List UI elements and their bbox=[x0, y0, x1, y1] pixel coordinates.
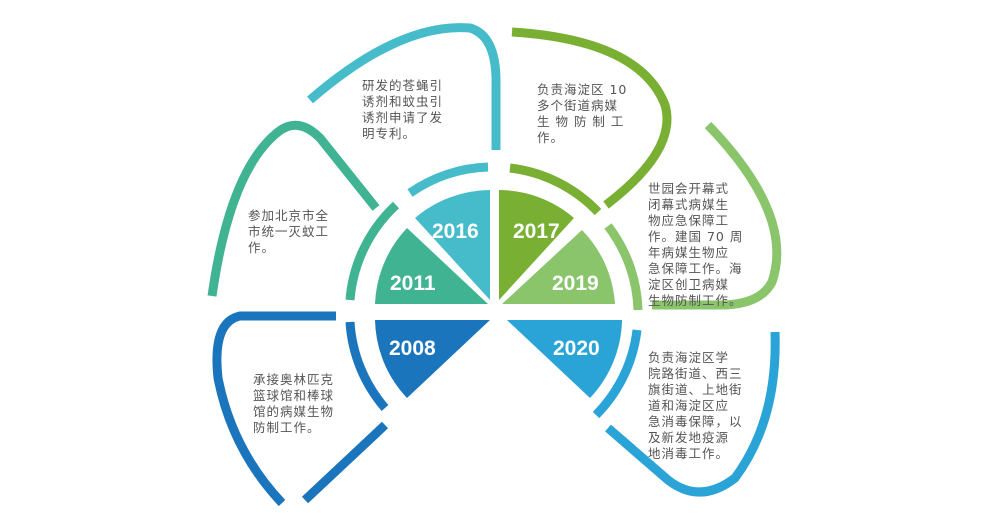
ring-2020 bbox=[592, 329, 642, 419]
ring-2011 bbox=[345, 201, 400, 301]
wedge-2017 bbox=[499, 190, 574, 300]
event-line: 研发的苍蝇引 bbox=[362, 78, 444, 93]
year-2017: 2017 bbox=[513, 220, 560, 243]
event-line: 作。 bbox=[248, 240, 276, 255]
event-line: 物应急保障工 bbox=[648, 213, 730, 228]
event-2016: 研发的苍蝇引 诱剂和蚊虫引 诱剂申请了发 明专利。 bbox=[362, 78, 443, 142]
year-2016: 2016 bbox=[432, 220, 479, 243]
event-line: 防制工作。 bbox=[253, 420, 321, 435]
event-line: 多个街道病媒 bbox=[537, 98, 619, 113]
event-line: 篮球馆和棒球 bbox=[253, 388, 335, 403]
event-line: 生物防制工作。 bbox=[648, 293, 743, 308]
event-line: 院路街道、西三 bbox=[648, 366, 743, 381]
event-line: 地消毒工作。 bbox=[648, 446, 730, 461]
wedge-2016 bbox=[415, 190, 490, 300]
wedge-2011 bbox=[375, 228, 488, 304]
event-2017: 负责海淀区 10 多个街道病媒 生 物 防 制 工 作。 bbox=[537, 82, 627, 146]
ring-2016 bbox=[407, 162, 489, 197]
event-line: 及新发地疫源 bbox=[648, 430, 730, 445]
event-line: 闭幕式病媒生 bbox=[648, 197, 730, 212]
year-2011: 2011 bbox=[390, 272, 436, 295]
petal-2008-line bbox=[301, 421, 389, 504]
event-line: 明专利。 bbox=[362, 126, 417, 141]
event-line: 生 物 防 制 工 bbox=[537, 114, 625, 129]
event-line: 承接奥林匹克 bbox=[253, 372, 335, 387]
year-2019: 2019 bbox=[552, 272, 599, 295]
event-2008: 承接奥林匹克 篮球馆和棒球 馆的病媒生物 防制工作。 bbox=[253, 372, 334, 436]
ring-2019 bbox=[604, 223, 643, 311]
event-line: 年病媒生物应 bbox=[648, 245, 730, 260]
event-line: 旗街道、上地街 bbox=[648, 382, 743, 397]
event-line: 参加北京市全 bbox=[248, 208, 330, 223]
petal-2011 bbox=[207, 120, 380, 297]
ring-2008 bbox=[345, 321, 389, 411]
event-line: 作。建国 70 周 bbox=[648, 229, 744, 244]
petal-2016 bbox=[307, 23, 501, 150]
event-line: 作。 bbox=[537, 130, 565, 145]
event-line: 负责海淀区学 bbox=[648, 350, 730, 365]
petal-2017 bbox=[511, 27, 672, 209]
event-2020: 负责海淀区学 院路街道、西三 旗街道、上地街 道和海淀区应 急消毒保障，以 及新… bbox=[648, 350, 743, 462]
event-line: 市统一灭蚊工 bbox=[248, 224, 330, 239]
petal-2019 bbox=[652, 121, 782, 310]
event-line: 急消毒保障，以 bbox=[648, 414, 743, 429]
event-line: 诱剂和蚊虫引 bbox=[362, 94, 444, 109]
event-line: 急保障工作。海 bbox=[648, 261, 743, 276]
event-line: 世园会开幕式 bbox=[648, 181, 730, 196]
event-2011: 参加北京市全 市统一灭蚊工 作。 bbox=[248, 208, 329, 256]
event-line: 道和海淀区应 bbox=[648, 398, 730, 413]
petal-2020 bbox=[605, 331, 780, 497]
wedge-2020 bbox=[507, 320, 622, 398]
year-2020: 2020 bbox=[553, 337, 600, 360]
event-2019: 世园会开幕式 闭幕式病媒生 物应急保障工 作。建国 70 周 年病媒生物应 急保… bbox=[648, 181, 743, 309]
wedge-2008 bbox=[375, 320, 490, 398]
event-line: 诱剂申请了发 bbox=[362, 110, 444, 125]
ring-2017 bbox=[509, 163, 602, 216]
event-line: 负责海淀区 10 bbox=[537, 82, 628, 97]
event-line: 馆的病媒生物 bbox=[253, 404, 335, 419]
event-line: 淀区创卫病媒 bbox=[648, 277, 730, 292]
petal-2008-arc bbox=[212, 311, 336, 507]
year-2008: 2008 bbox=[389, 337, 436, 360]
wedge-2019 bbox=[502, 230, 615, 304]
